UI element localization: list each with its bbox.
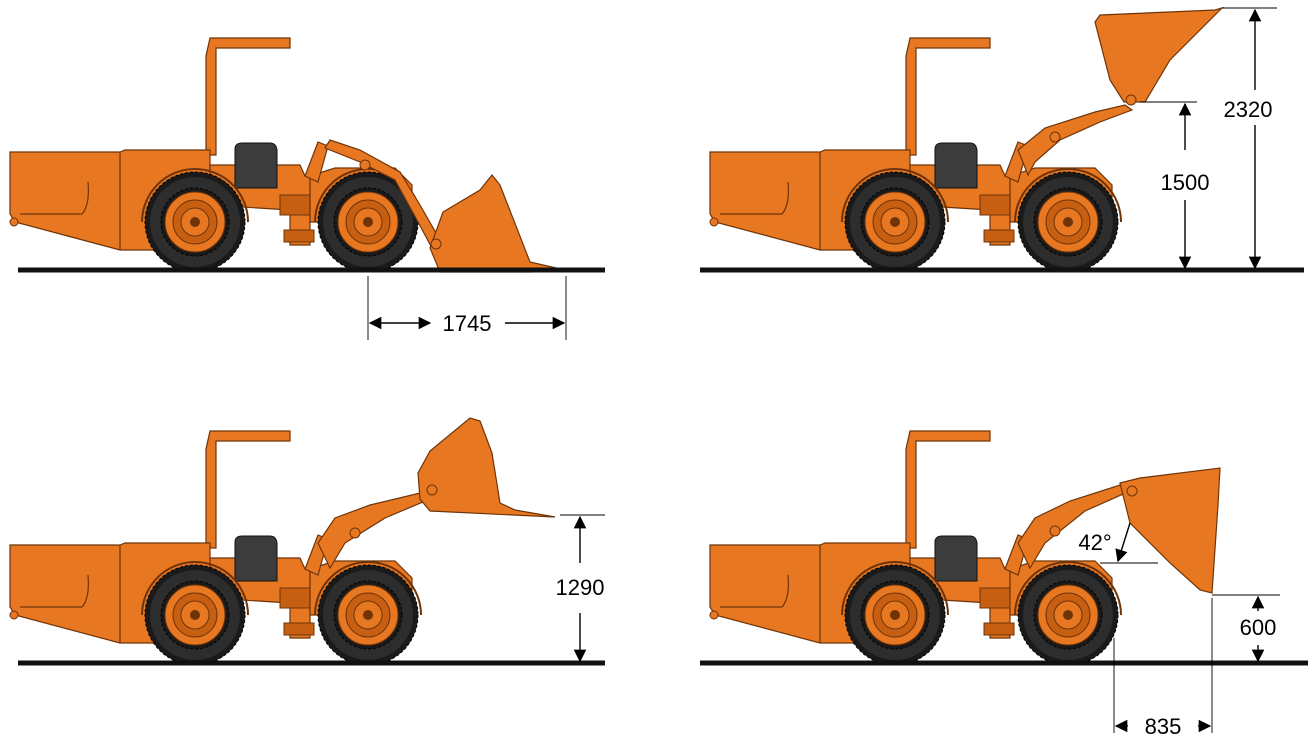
loader-bucket	[1094, 6, 1225, 103]
dim-hinge-height-label: 1500	[1161, 170, 1210, 195]
dim-dump-height-label: 600	[1240, 615, 1277, 640]
dim-max-height-label: 2320	[1224, 97, 1273, 122]
loader-machine	[710, 431, 1121, 665]
loader-machine	[710, 38, 1121, 272]
panel-reach: 1745	[10, 38, 605, 340]
loader-boom	[1017, 104, 1134, 177]
loader-bucket	[429, 174, 566, 273]
dim-dump-reach-label: 835	[1145, 714, 1182, 738]
panel-carry: 1290	[10, 417, 605, 665]
dim-reach-label: 1745	[443, 311, 492, 336]
panel-max-lift: 1500 2320	[700, 6, 1304, 272]
loader-bucket	[417, 417, 556, 518]
loader-boom	[1017, 484, 1132, 570]
loader-boom	[317, 492, 432, 570]
loader-bucket	[1119, 467, 1221, 594]
panel-dump: 42° 600 835	[700, 431, 1308, 738]
dim-dump-angle-label: 42°	[1078, 530, 1111, 555]
loader-machine	[10, 431, 421, 665]
dim-bucket-height-label: 1290	[556, 575, 605, 600]
